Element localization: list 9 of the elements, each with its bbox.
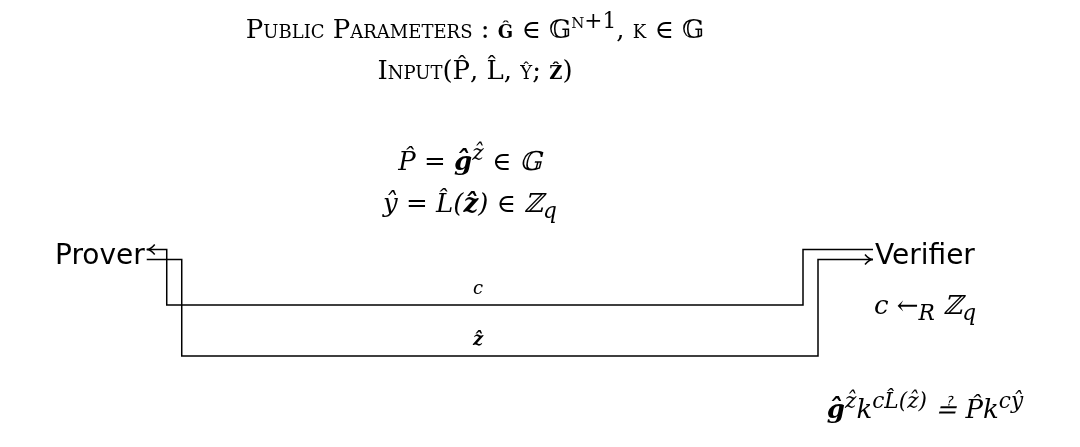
formula: ĝ$^{ẑ}$k$^{cL̂(ẑ)}$ ≟ P̂k$^{cŷ}$ <box>826 388 1024 424</box>
input-heading: Input(P̂, L̂, ŷ; ẑ) <box>377 55 573 85</box>
party-label: Prover <box>55 238 145 271</box>
formula: ŷ = L̂(ẑ) ∈ ℤ$_{q}$ <box>383 188 557 224</box>
edge-label: ẑ <box>469 328 487 349</box>
formula: c ←$_{R}$ ℤ$_{q}$ <box>873 290 977 326</box>
title: Public Parameters : ĝ ∈ 𝔾$^{n+1}$, k ∈ 𝔾 <box>245 8 705 44</box>
formula: P̂ = ĝ$^{ẑ}$ ∈ 𝔾 <box>398 140 542 176</box>
party-label: Verifier <box>875 238 975 271</box>
